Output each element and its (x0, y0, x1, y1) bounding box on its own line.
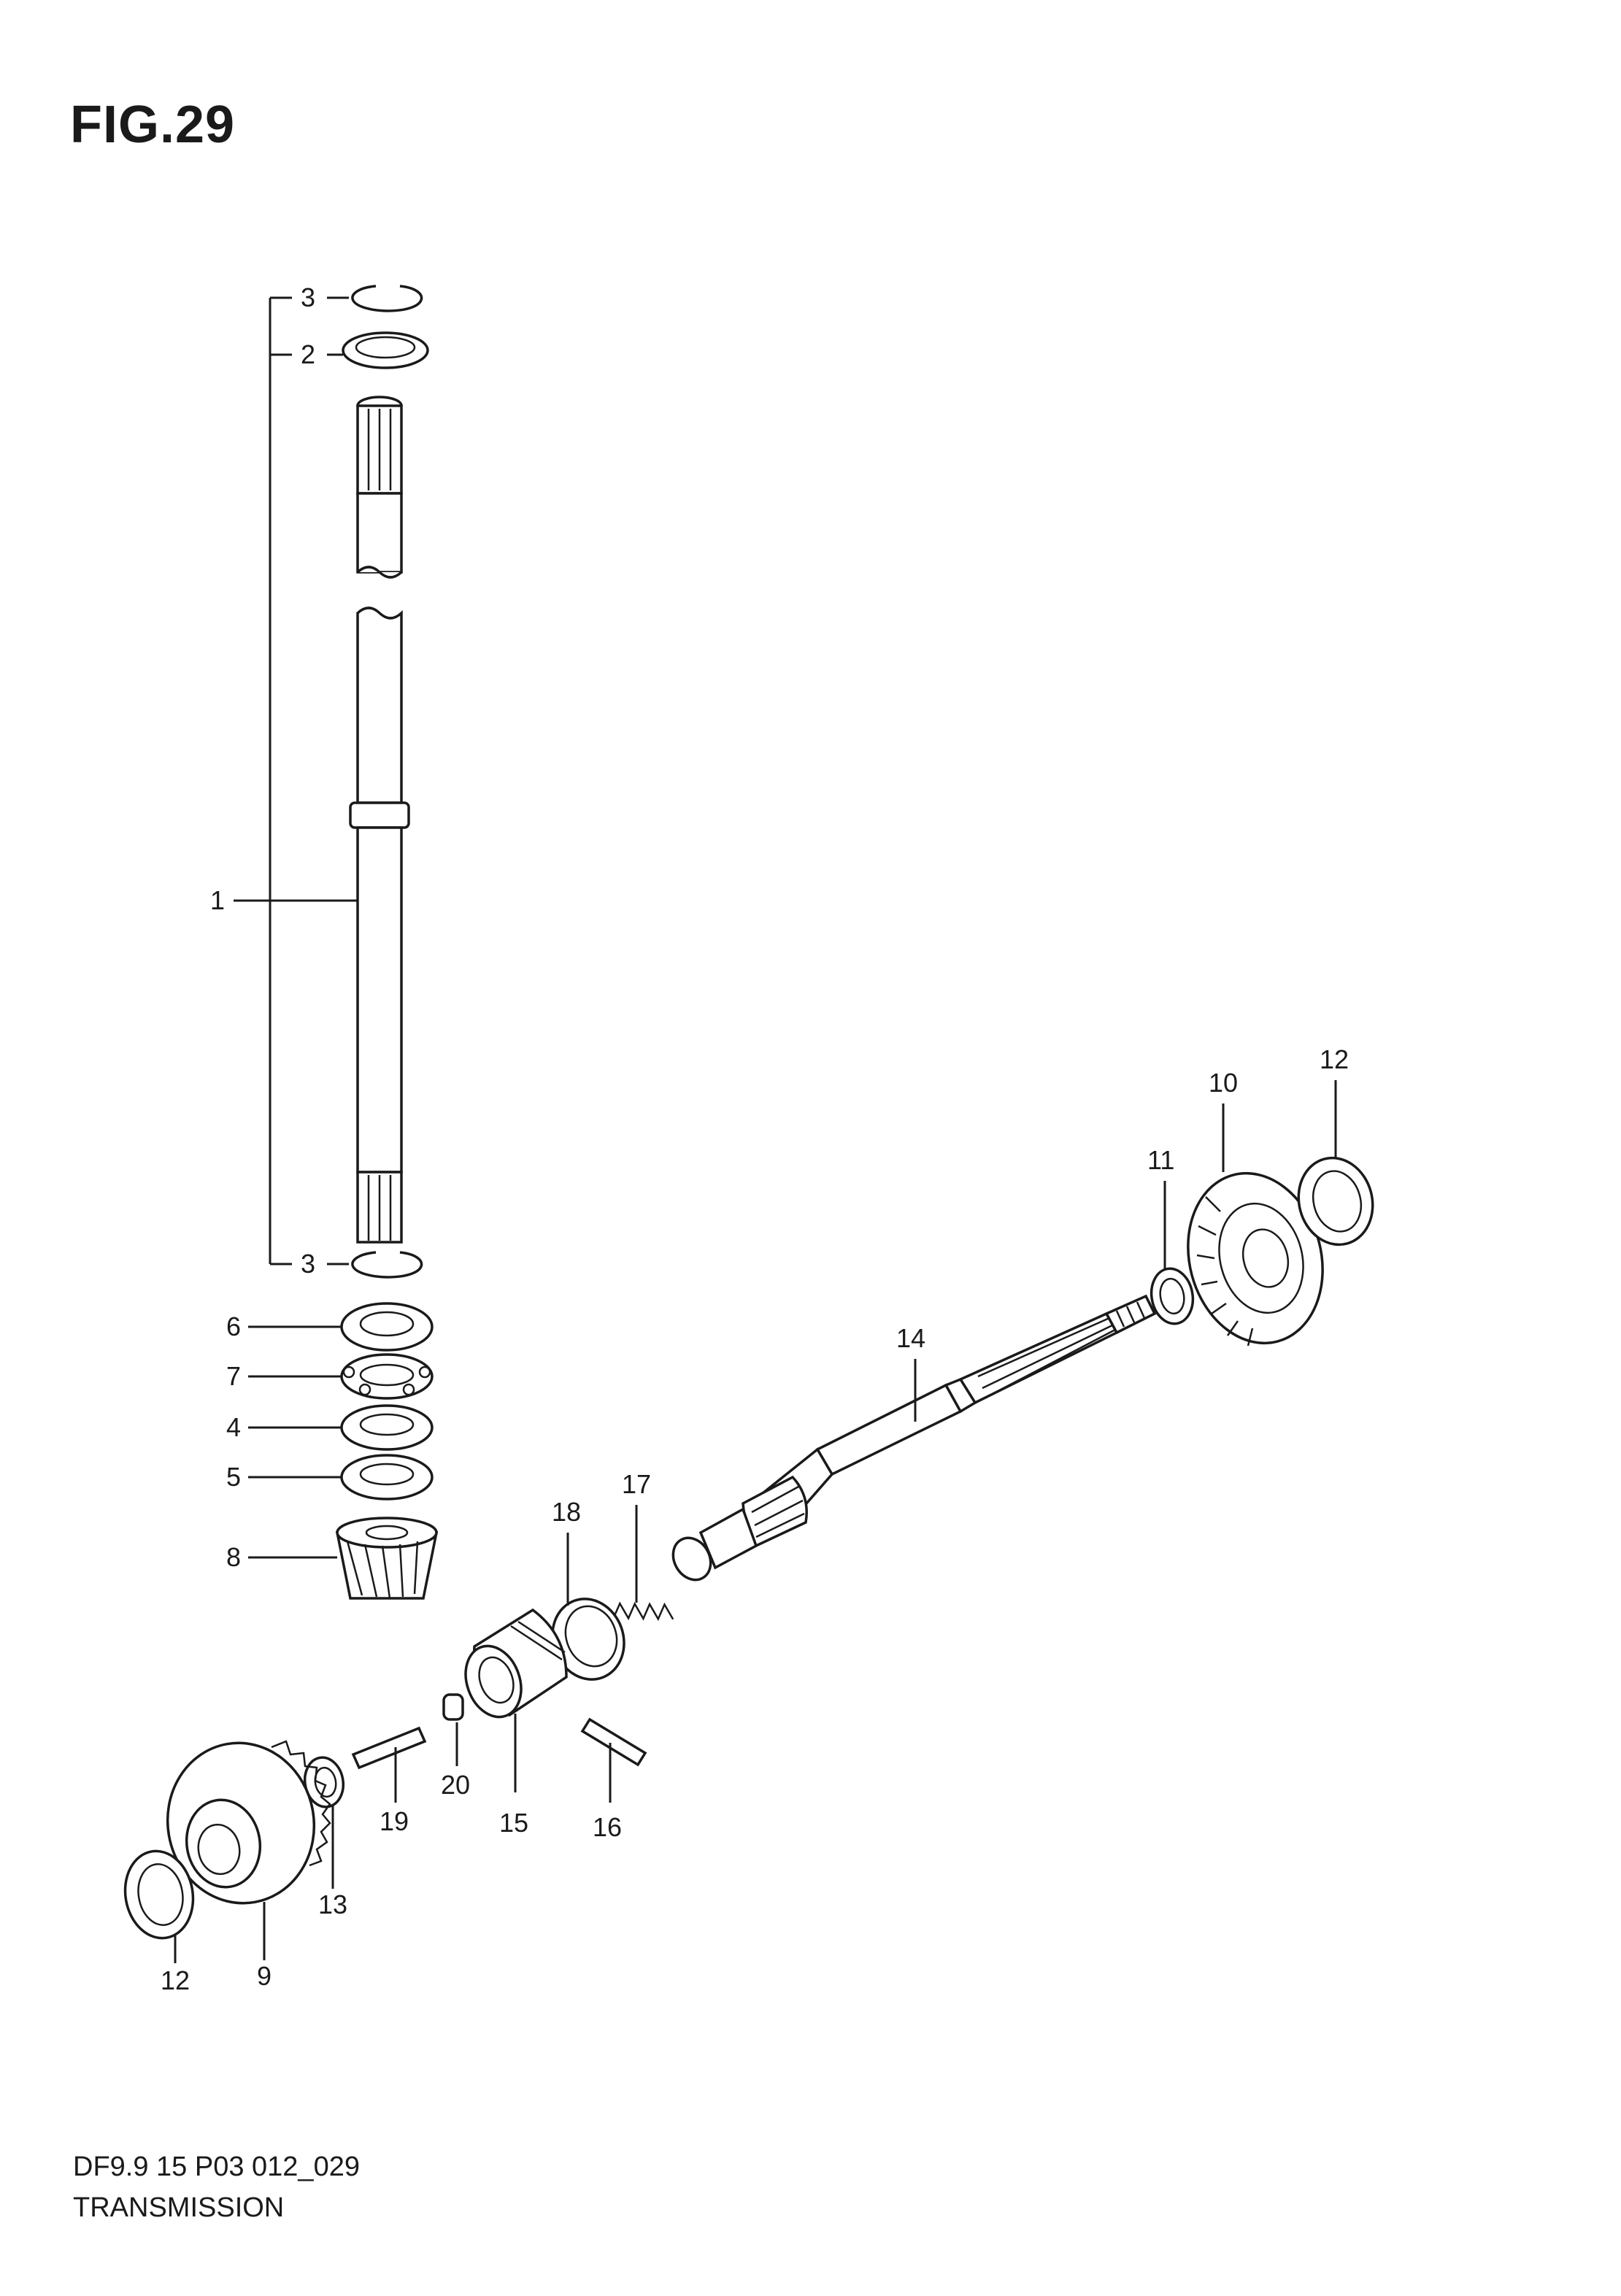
part-12-shim-right (1297, 1080, 1374, 1247)
part-3-circlip-bottom (327, 1251, 423, 1279)
part-11-washer (1150, 1181, 1195, 1325)
assembly-bracket (269, 296, 292, 1266)
callout-13: 13 (318, 1889, 347, 1919)
part-3-circlip-top (327, 285, 423, 312)
part-4-shim (248, 1404, 434, 1451)
figure-title: FIG.29 (70, 96, 236, 154)
part-8-pinion-gear (248, 1517, 439, 1600)
callout-11: 11 (1147, 1145, 1174, 1175)
callout-1: 1 (210, 885, 225, 915)
callout-12-left: 12 (161, 1965, 190, 1995)
part-6-washer (248, 1302, 434, 1352)
callout-5: 5 (226, 1462, 241, 1492)
callout-3-bottom: 3 (301, 1249, 315, 1279)
callout-labels: 3 2 1 3 6 7 4 5 8 18 17 14 11 10 12 20 1… (161, 282, 1349, 1995)
part-15-clutch-dog (464, 1608, 568, 1792)
part-14-propeller-shaft (671, 1294, 1157, 1582)
part-1-drive-shaft (234, 396, 410, 1244)
part-7-thrust-bearing (248, 1353, 434, 1400)
callout-15: 15 (499, 1808, 528, 1838)
callout-8: 8 (226, 1542, 241, 1572)
callout-7: 7 (226, 1361, 241, 1391)
callout-4: 4 (226, 1412, 241, 1442)
part-5-washer (248, 1454, 434, 1501)
part-2-bearing (327, 331, 429, 369)
part-9-forward-gear (166, 1740, 331, 1960)
callout-12-right: 12 (1320, 1044, 1349, 1074)
part-12-shim-left (123, 1849, 195, 1963)
part-10-reverse-gear (1187, 1103, 1324, 1347)
callout-19: 19 (380, 1806, 409, 1836)
callout-14: 14 (896, 1323, 925, 1353)
drawing-code: DF9.9 15 P03 012_029 (73, 2151, 360, 2182)
part-20-small-pin (442, 1693, 464, 1766)
callout-3-top: 3 (301, 282, 315, 312)
part-19-push-rod (351, 1726, 427, 1803)
callout-10: 10 (1209, 1068, 1238, 1098)
callout-17: 17 (622, 1469, 651, 1499)
figure-name: TRANSMISSION (73, 2192, 285, 2223)
callout-18: 18 (552, 1497, 581, 1527)
part-18-ring (551, 1533, 625, 1681)
part-16-pin (580, 1717, 647, 1803)
part-17-spring (612, 1505, 674, 1622)
callout-16: 16 (593, 1812, 622, 1842)
callout-6: 6 (226, 1311, 241, 1341)
callout-9: 9 (257, 1961, 272, 1991)
callout-20: 20 (441, 1770, 470, 1800)
callout-2: 2 (301, 339, 315, 369)
